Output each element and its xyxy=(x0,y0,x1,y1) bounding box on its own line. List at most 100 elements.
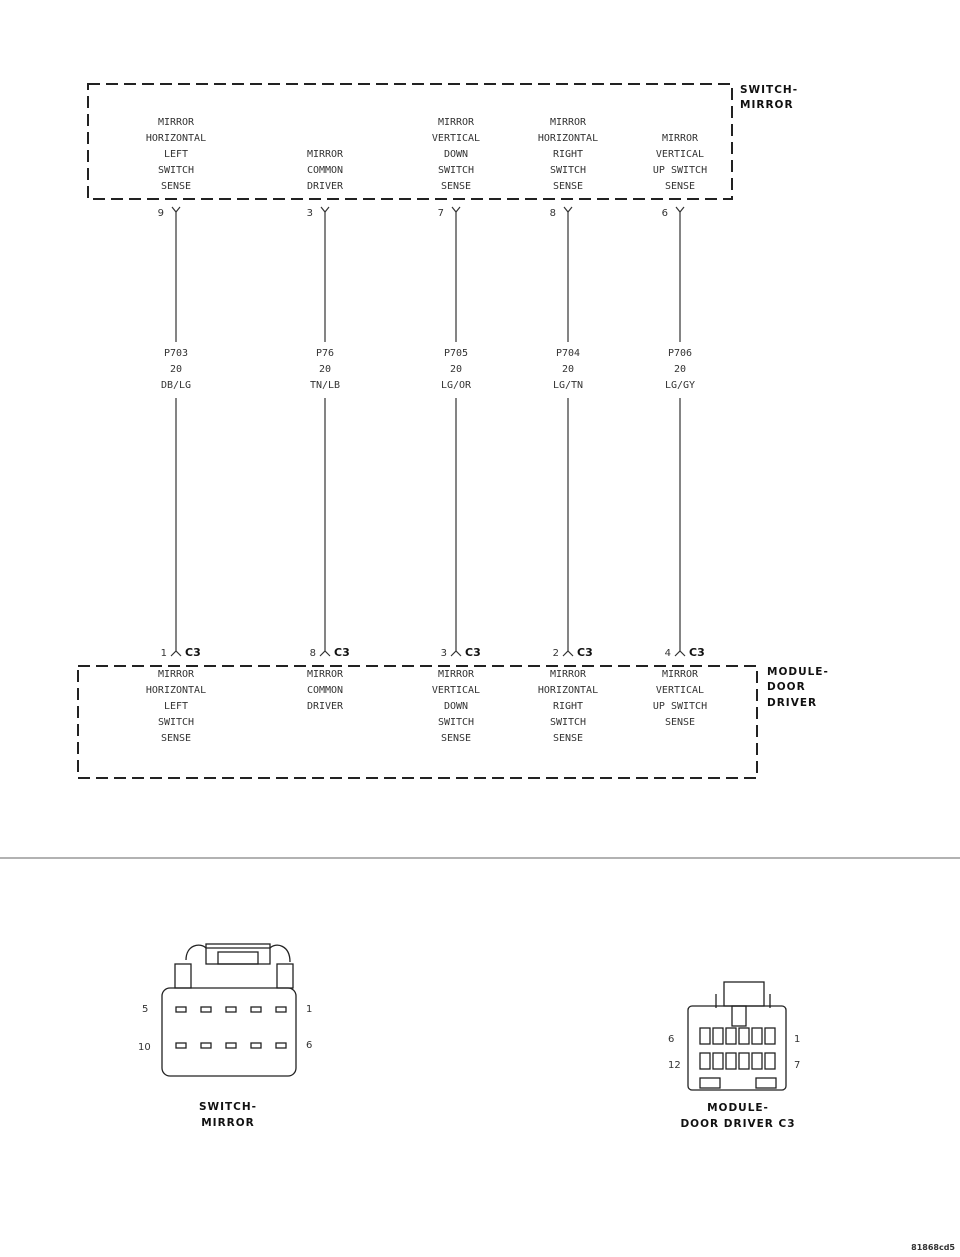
top-pin-number: 7 xyxy=(438,208,444,219)
bottom-label-line: SWITCH xyxy=(438,717,474,728)
wire-label-line: P704 xyxy=(556,348,580,359)
connector-cavity xyxy=(725,1027,737,1045)
connector-cavity xyxy=(738,1027,750,1045)
top-label-line: SWITCH xyxy=(550,165,586,176)
top-label-line: VERTICAL xyxy=(432,133,480,144)
top-label-line: MIRROR xyxy=(662,133,699,144)
connector-cavity xyxy=(175,1006,187,1013)
bottom-label-line: MIRROR xyxy=(662,669,699,680)
wire-label-line: LG/OR xyxy=(441,380,472,391)
top-pin-number: 8 xyxy=(550,208,556,219)
bottom-terminal-fork xyxy=(170,650,182,657)
top-terminal-fork xyxy=(171,206,181,213)
pin-number-1: 1 xyxy=(306,1004,312,1015)
bottom-pin-number: 4 xyxy=(665,648,671,659)
connector-key-right xyxy=(755,1077,777,1089)
connector-tab-left xyxy=(174,963,192,989)
connector-cavity xyxy=(175,1042,187,1049)
top-terminal-fork xyxy=(563,206,573,213)
connector-cavity xyxy=(225,1042,237,1049)
switch-mirror-connector-view: 5 1 10 6 SWITCH- MIRROR xyxy=(138,943,312,1129)
switch-mirror-caption-line1: SWITCH- xyxy=(199,1101,257,1113)
top-label-line: SENSE xyxy=(665,181,695,192)
pin-number-1: 1 xyxy=(794,1034,800,1045)
top-label-line: HORIZONTAL xyxy=(538,133,598,144)
pin-number-7: 7 xyxy=(794,1060,800,1071)
pin-number-6: 6 xyxy=(668,1034,674,1045)
bottom-label-line: SWITCH xyxy=(158,717,194,728)
module-name-line1: MODULE- xyxy=(767,666,829,678)
wire-label-line: 20 xyxy=(319,364,331,375)
wire-label-line: LG/TN xyxy=(553,380,583,391)
bottom-pin-number: 1 xyxy=(161,648,167,659)
top-label-line: DOWN xyxy=(444,149,468,160)
bottom-label-line: VERTICAL xyxy=(432,685,480,696)
switch-mirror-name-line1: SWITCH- xyxy=(740,84,798,96)
wire-label-line: 20 xyxy=(450,364,462,375)
top-label-line: UP SWITCH xyxy=(653,165,707,176)
bottom-terminal-fork xyxy=(319,650,331,657)
wire-label-line: P703 xyxy=(164,348,188,359)
connector-latch-inner xyxy=(217,951,259,965)
top-label-line: SENSE xyxy=(553,181,583,192)
connector-cavity xyxy=(699,1052,711,1070)
wire-label-line: P706 xyxy=(668,348,692,359)
connector-c3-label: C3 xyxy=(185,646,201,659)
figure-id: 81868cd5 xyxy=(911,1243,955,1252)
bottom-label-line: SENSE xyxy=(161,733,191,744)
wire-label-line: LG/GY xyxy=(665,380,695,391)
top-label-line: SWITCH xyxy=(158,165,194,176)
connector-cavity xyxy=(751,1052,763,1070)
connector-cavity xyxy=(275,1042,287,1049)
connector-cavity xyxy=(725,1052,737,1070)
wire-label-line: DB/LG xyxy=(161,380,191,391)
bottom-label-line: DRIVER xyxy=(307,701,344,712)
bottom-pin-number: 2 xyxy=(553,648,559,659)
top-label-line: SWITCH xyxy=(438,165,474,176)
bottom-label-line: HORIZONTAL xyxy=(146,685,206,696)
bottom-label-line: MIRROR xyxy=(550,669,587,680)
top-pin-number: 9 xyxy=(158,208,164,219)
wire-label-line: P705 xyxy=(444,348,468,359)
bottom-label-line: UP SWITCH xyxy=(653,701,707,712)
bottom-label-line: SENSE xyxy=(553,733,583,744)
bottom-label-line: SENSE xyxy=(441,733,471,744)
module-name-line3: DRIVER xyxy=(767,697,817,709)
connector-cavity xyxy=(250,1006,262,1013)
wire-label-line: 20 xyxy=(170,364,182,375)
bottom-label-line: HORIZONTAL xyxy=(538,685,598,696)
top-label-line: MIRROR xyxy=(550,117,587,128)
connector-body xyxy=(687,1005,787,1091)
top-terminal-fork xyxy=(675,206,685,213)
top-label-line: DRIVER xyxy=(307,181,344,192)
wire-label-line: 20 xyxy=(674,364,686,375)
top-pin-number: 6 xyxy=(662,208,668,219)
top-label-line: RIGHT xyxy=(553,149,583,160)
bottom-label-line: DOWN xyxy=(444,701,468,712)
module-caption-line2: DOOR DRIVER C3 xyxy=(680,1118,795,1130)
pin-number-10: 10 xyxy=(138,1042,151,1053)
connector-c3-label: C3 xyxy=(334,646,350,659)
connector-cavity xyxy=(275,1006,287,1013)
wire-label-line: P76 xyxy=(316,348,334,359)
bottom-label-line: MIRROR xyxy=(307,669,344,680)
connector-cavity xyxy=(751,1027,763,1045)
bottom-label-line: MIRROR xyxy=(438,669,475,680)
connector-cavity xyxy=(200,1042,212,1049)
pin-number-6: 6 xyxy=(306,1040,312,1051)
pin-number-12: 12 xyxy=(668,1060,681,1071)
top-label-line: LEFT xyxy=(164,149,188,160)
connector-key-left xyxy=(699,1077,721,1089)
bottom-label-line: MIRROR xyxy=(158,669,195,680)
connector-cavity xyxy=(712,1027,724,1045)
connector-latch xyxy=(205,943,271,965)
wire-label-line: TN/LB xyxy=(310,380,340,391)
connector-latch-stem xyxy=(731,1005,747,1027)
top-label-line: SENSE xyxy=(161,181,191,192)
connector-c3-label: C3 xyxy=(465,646,481,659)
bottom-label-line: LEFT xyxy=(164,701,188,712)
top-label-line: MIRROR xyxy=(438,117,475,128)
module-caption-line1: MODULE- xyxy=(707,1102,769,1114)
connector-cavity xyxy=(250,1042,262,1049)
connector-cavity xyxy=(699,1027,711,1045)
